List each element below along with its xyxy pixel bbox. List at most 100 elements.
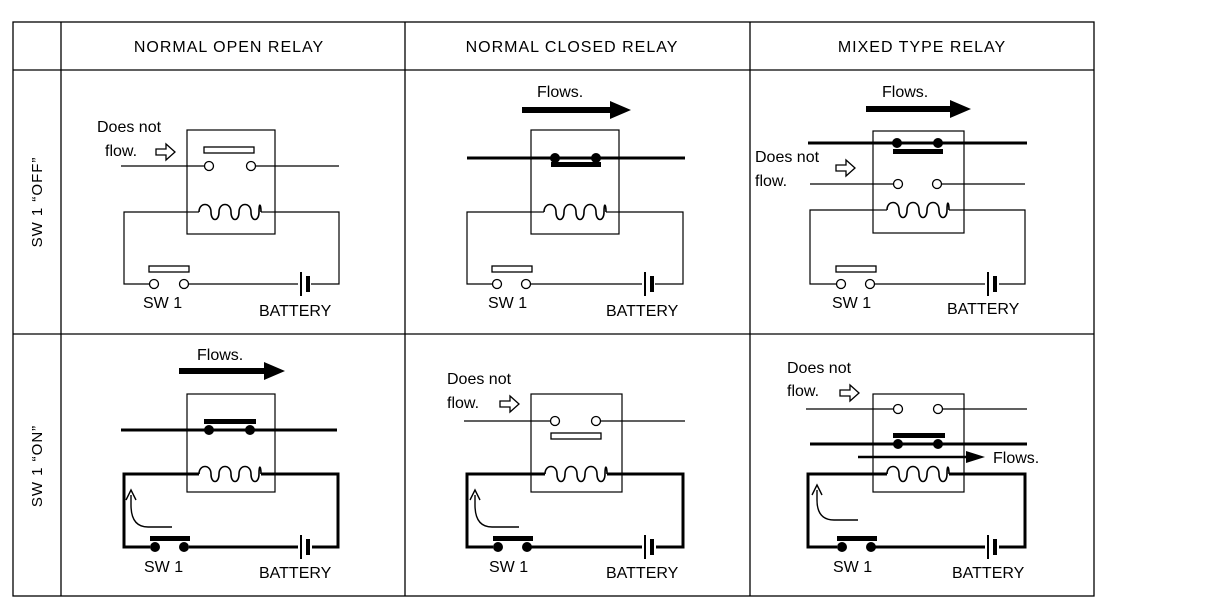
contact-point (245, 160, 257, 172)
contact-point (932, 403, 944, 415)
switch-terminal (835, 278, 847, 290)
switch-terminal (493, 542, 503, 552)
control-circuit-wire (123, 211, 187, 285)
flow-arrow-icon (179, 362, 285, 380)
contact-point (245, 425, 255, 435)
hollow-arrow-icon (835, 159, 856, 177)
closed-contact-bar (893, 149, 943, 154)
sw1-label: SW 1 (143, 295, 182, 312)
switch-closed-bar (837, 536, 877, 541)
switch-terminal (520, 278, 532, 290)
current-direction-arrow-icon (130, 495, 172, 528)
closed-contact-bar (204, 419, 256, 424)
sw1-label: SW 1 (488, 295, 527, 312)
flows-label: Flows. (993, 450, 1039, 467)
flows-label: Flows. (537, 84, 583, 101)
coil-icon (886, 465, 950, 483)
contact-point (933, 138, 943, 148)
sw1-label: SW 1 (489, 559, 528, 576)
contact-point (892, 178, 904, 190)
does-not-flow-label: Does not (755, 149, 820, 166)
battery-label: BATTERY (259, 303, 332, 320)
does-not-flow-label: Does not (787, 360, 852, 377)
control-circuit-wire (806, 472, 873, 549)
coil-icon (886, 201, 950, 219)
contact-point (933, 439, 943, 449)
hollow-arrow-icon (499, 395, 520, 413)
row-label-sw1-off: SW 1 “OFF” (29, 157, 46, 248)
switch-terminal (178, 278, 190, 290)
cell-mixed-type-on: Does not flow. Flows. SW 1 BATTERY (787, 360, 1039, 582)
does-not-flow-label-line2: flow. (447, 395, 479, 412)
cell-mixed-type-off: Flows. Does not flow. SW 1 BATTERY (755, 84, 1027, 318)
contact-point (892, 403, 904, 415)
sw1-label: SW 1 (832, 295, 871, 312)
contact-point (893, 439, 903, 449)
contact-point (931, 178, 943, 190)
switch-terminal (866, 542, 876, 552)
flows-label: Flows. (882, 84, 928, 101)
flow-arrow-icon (522, 101, 631, 119)
contact-point (590, 415, 602, 427)
battery-label: BATTERY (606, 565, 679, 582)
header-normal-closed-relay: NORMAL CLOSED RELAY (466, 39, 679, 56)
sw1-label: SW 1 (833, 559, 872, 576)
open-contact-bar (203, 146, 255, 154)
cell-normal-open-off: Does not flow. SW 1 BATTERY (97, 119, 340, 320)
header-normal-open-relay: NORMAL OPEN RELAY (134, 39, 324, 56)
relay-box (530, 393, 623, 493)
control-circuit-wire (122, 472, 187, 549)
contact-point (591, 153, 601, 163)
does-not-flow-label-line2: flow. (105, 143, 137, 160)
table-grid (12, 21, 1095, 597)
closed-contact-bar (551, 162, 601, 167)
switch-open-bar (491, 265, 533, 273)
does-not-flow-label-line2: flow. (755, 173, 787, 190)
current-direction-arrow-icon (816, 490, 858, 521)
switch-terminal (150, 542, 160, 552)
flows-label: Flows. (197, 347, 243, 364)
open-contact-bar (550, 432, 602, 440)
switch-terminal (864, 278, 876, 290)
control-circuit-wire (809, 209, 873, 285)
switch-terminal (148, 278, 160, 290)
coil-icon (544, 465, 608, 483)
cell-normal-closed-off: Flows. SW 1 BATTERY (466, 84, 685, 320)
contact-point (549, 415, 561, 427)
contact-point (204, 425, 214, 435)
header-mixed-type-relay: MIXED TYPE RELAY (838, 39, 1006, 56)
relay-box (186, 393, 276, 493)
hollow-arrow-icon (155, 143, 176, 161)
flow-arrow-icon (866, 100, 971, 118)
relay-box (186, 129, 276, 235)
sw1-label: SW 1 (144, 559, 183, 576)
row-label-sw1-on: SW 1 “ON” (29, 425, 46, 507)
battery-label: BATTERY (606, 303, 679, 320)
does-not-flow-label: Does not (97, 119, 162, 136)
contact-point (892, 138, 902, 148)
closed-contact-bar (893, 433, 945, 438)
coil-icon (198, 203, 262, 221)
switch-closed-bar (493, 536, 533, 541)
switch-terminal (179, 542, 189, 552)
switch-open-bar (835, 265, 877, 273)
switch-open-bar (148, 265, 190, 273)
control-circuit-wire (465, 472, 531, 549)
switch-terminal (837, 542, 847, 552)
relay-box (530, 129, 620, 235)
flow-arrow-icon (966, 451, 985, 463)
battery-label: BATTERY (947, 301, 1020, 318)
control-circuit-wire (466, 211, 531, 285)
relay-box (872, 130, 965, 234)
cell-normal-open-on: Flows. SW 1 BATTERY (121, 347, 340, 582)
switch-terminal (491, 278, 503, 290)
cell-normal-closed-on: Does not flow. SW 1 BATTERY (447, 371, 685, 582)
switch-closed-bar (150, 536, 190, 541)
does-not-flow-label-line2: flow. (787, 383, 819, 400)
battery-label: BATTERY (259, 565, 332, 582)
battery-label: BATTERY (952, 565, 1025, 582)
coil-icon (198, 465, 262, 483)
coil-icon (543, 203, 607, 221)
contact-point (550, 153, 560, 163)
